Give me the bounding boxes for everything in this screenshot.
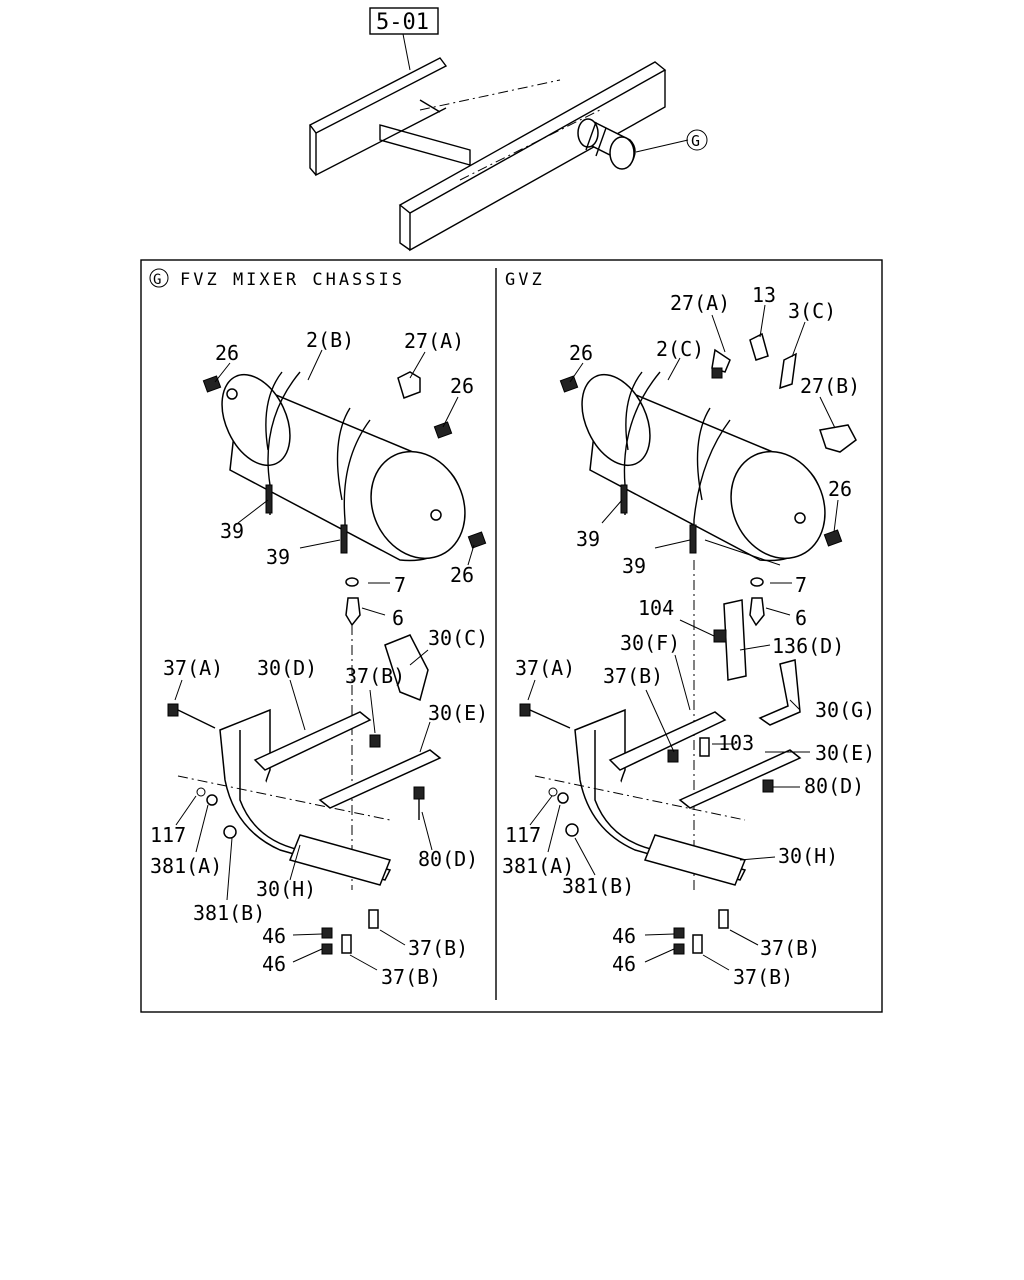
part-label: 6 [795, 606, 807, 630]
left-tank-assembly [202, 371, 487, 890]
left-panel-title: FVZ MIXER CHASSIS [180, 270, 405, 290]
part-label: 46 [262, 924, 286, 948]
part-label: 39 [576, 527, 600, 551]
part-label: 46 [262, 952, 286, 976]
part-label: 27(A) [670, 291, 730, 315]
part-label: 117 [505, 823, 541, 847]
right-panel-title: GVZ [505, 270, 545, 290]
part-label: 13 [752, 283, 776, 307]
part-label: 7 [795, 573, 807, 597]
part-label: 2(C) [656, 337, 704, 361]
part-label: 104 [638, 596, 674, 620]
part-label: 103 [718, 731, 754, 755]
part-label: 46 [612, 952, 636, 976]
part-label: 46 [612, 924, 636, 948]
part-label: 3(C) [788, 299, 836, 323]
part-label: 37(B) [381, 965, 441, 989]
part-label: 37(A) [163, 656, 223, 680]
part-label: 30(C) [428, 626, 488, 650]
part-label: 37(A) [515, 656, 575, 680]
part-label: 27(B) [800, 374, 860, 398]
part-label: 30(H) [778, 844, 838, 868]
right-bracket-assembly [519, 599, 802, 955]
part-label: 2(B) [306, 328, 354, 352]
part-label: 30(D) [257, 656, 317, 680]
part-label: 381(B) [193, 901, 265, 925]
part-label: 30(G) [815, 698, 875, 722]
part-label: 37(B) [408, 936, 468, 960]
part-label: 30(E) [428, 701, 488, 725]
part-label: 27(A) [404, 329, 464, 353]
left-panel-header: G FVZ MIXER CHASSIS [149, 268, 405, 290]
part-label: 381(A) [150, 854, 222, 878]
part-label: 26 [450, 563, 474, 587]
callout-top-letter: G [691, 132, 700, 150]
part-label: 26 [569, 341, 593, 365]
reference-number: 5-01 [376, 10, 429, 35]
part-label: 80(D) [418, 847, 478, 871]
part-label: 26 [450, 374, 474, 398]
part-label: 30(H) [256, 877, 316, 901]
air-tank-small [577, 118, 636, 170]
part-label: 39 [622, 554, 646, 578]
part-label: 37(B) [760, 936, 820, 960]
part-label: 381(A) [502, 854, 574, 878]
right-tank-assembly [559, 332, 857, 890]
leader-lines [174, 304, 839, 971]
part-label: 37(B) [345, 664, 405, 688]
left-panel-marker: G [153, 272, 161, 288]
part-label: 30(E) [815, 741, 875, 765]
part-label: 381(B) [562, 874, 634, 898]
part-label: 136(D) [772, 634, 844, 658]
part-label: 26 [828, 477, 852, 501]
left-bracket-assembly [167, 634, 442, 955]
part-label: 6 [392, 606, 404, 630]
right-part-labels: 27(A) 13 3(C) 26 2(C) 27(B) 26 39 39 7 6… [502, 283, 875, 989]
part-label: 37(B) [733, 965, 793, 989]
part-label: 37(B) [603, 664, 663, 688]
part-label: 39 [220, 519, 244, 543]
reference-box: 5-01 [369, 7, 439, 71]
chassis-overview: G [308, 57, 708, 252]
part-label: 30(F) [620, 631, 680, 655]
part-label: 117 [150, 823, 186, 847]
diagram-frame [140, 259, 883, 1013]
part-label: 7 [394, 573, 406, 597]
left-part-labels: 26 2(B) 27(A) 26 39 39 26 7 6 30(C) 37(A… [150, 328, 488, 989]
part-label: 80(D) [804, 774, 864, 798]
part-label: 39 [266, 545, 290, 569]
part-label: 26 [215, 341, 239, 365]
